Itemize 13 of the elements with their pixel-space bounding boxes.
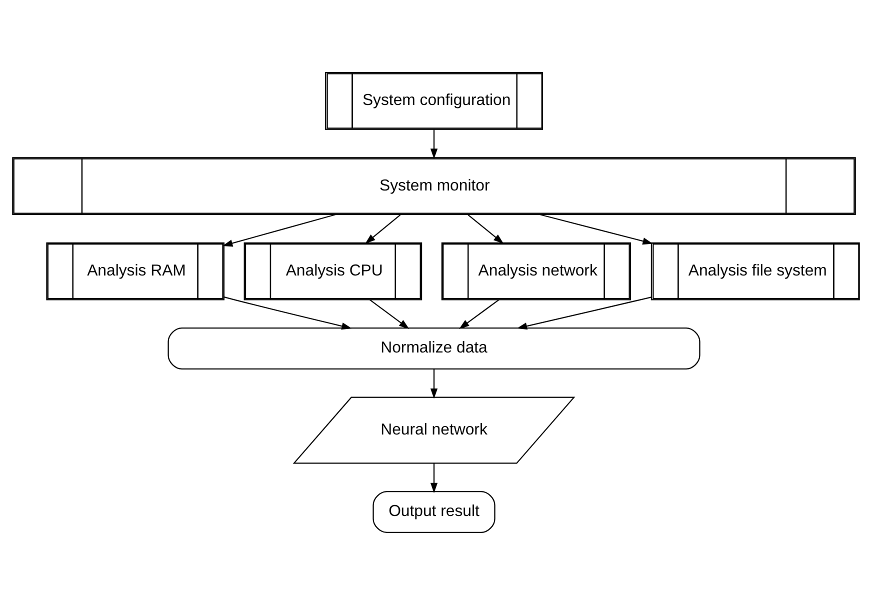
arrow [222,214,336,247]
node-box: Normalize data [168,327,700,370]
arrow [516,296,652,330]
arrow [224,296,352,330]
node-box: Output result [372,491,496,534]
arrow [369,299,410,329]
arrow [540,214,653,245]
arrow [430,130,438,159]
arrow [365,214,401,244]
arrow [430,369,438,399]
arrow [459,299,500,329]
arrow [468,214,504,244]
arrow [430,463,438,494]
